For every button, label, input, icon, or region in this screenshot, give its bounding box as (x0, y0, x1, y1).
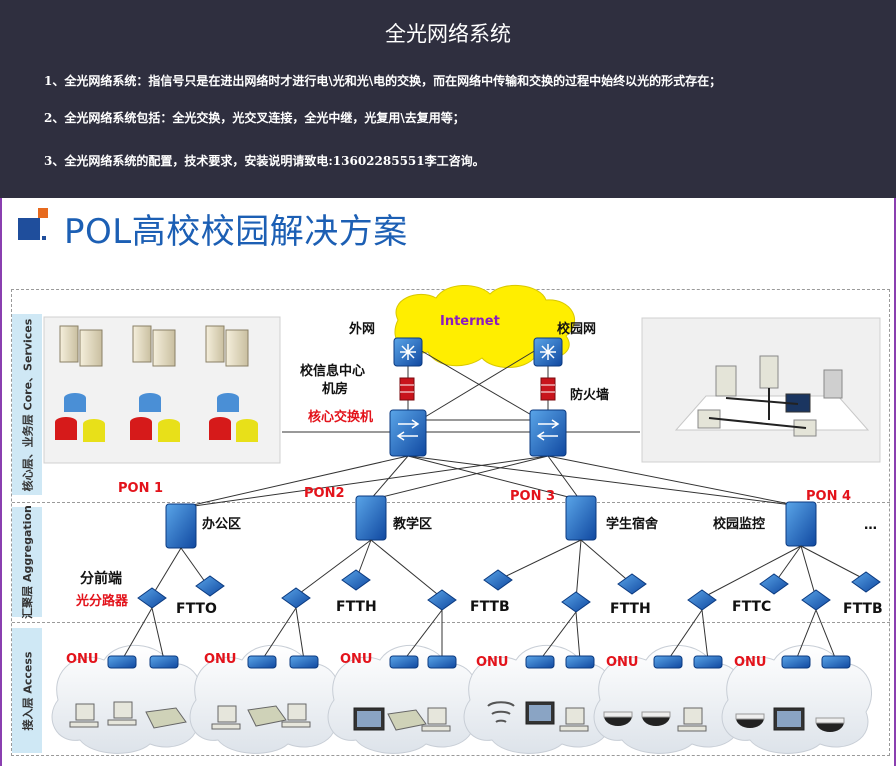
core-layer-band (12, 314, 42, 495)
onu-label: ONU (734, 655, 767, 670)
header-line-2: 2、全光网络系统包括：全光交换，光交叉连接，全光中继，光复用\去复用等； (44, 111, 465, 125)
olt-icon (165, 495, 817, 549)
camera-icon (603, 711, 845, 732)
header-line-3: 3、全光网络系统的配置，技术要求，安装说明请致电:13602285551李工咨询… (44, 154, 485, 168)
olt-label-office: 办公区 (202, 517, 242, 532)
machine-room-label: 机房 (322, 382, 349, 397)
onu-label: ONU (606, 655, 639, 670)
pon-label-1: PON 1 (118, 481, 164, 496)
aggregation-layer-band (12, 507, 42, 617)
router-icon (393, 337, 563, 367)
firewall-label: 防火墙 (570, 388, 610, 403)
campus-net-label: 校园网 (557, 322, 597, 337)
access-layer-band (12, 628, 42, 753)
phone-icon (145, 705, 427, 731)
internet-label: Internet (440, 314, 500, 329)
onu-label: ONU (66, 652, 99, 667)
core-switch-icon (389, 409, 567, 457)
info-center-label: 校信息中心 (300, 364, 366, 379)
onu-label: ONU (204, 652, 237, 667)
splitter-label: 光分路器 (76, 594, 129, 609)
services-image (641, 317, 881, 463)
tv-icon (353, 701, 805, 731)
server-icon (59, 325, 249, 367)
header-title: 全光网络系统 (385, 22, 511, 46)
layer-separator (12, 622, 890, 623)
core-switch-label: 核心交换机 (308, 410, 374, 425)
logo-dot-icon (42, 236, 46, 240)
olt-ellipsis: … (864, 518, 877, 533)
pon-label-2: PON2 (304, 486, 345, 501)
pon-label-4: PON 4 (806, 489, 852, 504)
onu-label: ONU (340, 652, 373, 667)
aggregation-links (151, 539, 867, 601)
external-net-label: 外网 (349, 322, 376, 337)
ftt-label-4: FTTH (610, 601, 651, 617)
logo-accent-square-icon (38, 208, 48, 218)
onu-icon (107, 655, 851, 669)
olt-label-dormitory: 学生宿舍 (606, 517, 659, 532)
layer-separator (12, 502, 890, 503)
splitter-frontend-label: 分前端 (80, 571, 122, 587)
header-line-1: 1、全光网络系统：指信号只是在进出网络时才进行电\光和光\电的交换，而在网络中传… (44, 74, 722, 88)
onu-label: ONU (476, 655, 509, 670)
access-links (121, 607, 837, 661)
ftt-label-1: FTTO (176, 601, 217, 617)
internet-cloud-icon (394, 284, 576, 368)
ftt-label-3: FTTB (470, 599, 510, 615)
logo-square-icon (18, 218, 40, 240)
firewall-icon (399, 377, 556, 401)
server-room-image (43, 316, 281, 464)
page-title: POL高校校园解决方案 (64, 212, 408, 252)
header-banner: 全光网络系统 1、全光网络系统：指信号只是在进出网络时才进行电\光和光\电的交换… (0, 0, 896, 198)
ftt-label-5: FTTC (732, 599, 772, 615)
ftt-label-6: FTTB (843, 601, 883, 617)
pon-label-3: PON 3 (510, 489, 556, 504)
pc-icon (69, 701, 707, 732)
database-icon (55, 393, 258, 442)
wifi-icon (487, 701, 515, 723)
olt-label-monitoring: 校园监控 (713, 517, 766, 532)
splitter-icon (137, 569, 881, 613)
olt-label-teaching: 教学区 (393, 517, 433, 532)
ftt-label-2: FTTH (336, 599, 377, 615)
